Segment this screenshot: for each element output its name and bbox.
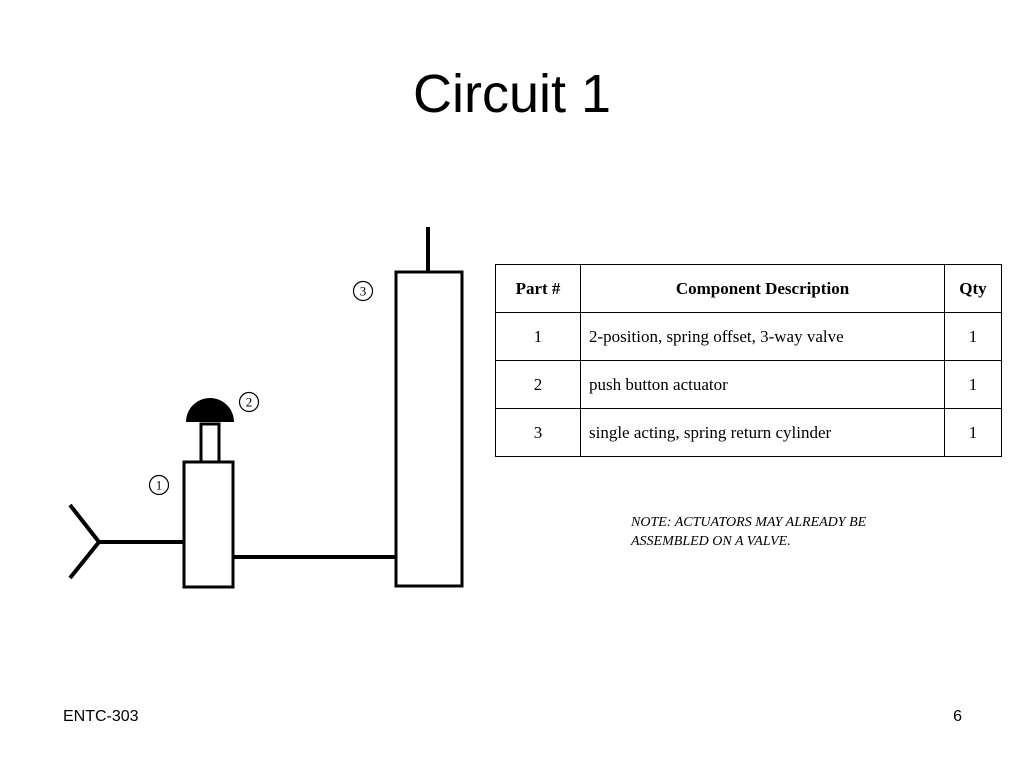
callout-circle-2 [238, 391, 260, 413]
callout-circle-1 [148, 474, 170, 496]
cell-part-number: 3 [495, 408, 581, 457]
push-button-cap [186, 398, 234, 422]
table-row: 2 push button actuator 1 [495, 360, 1002, 409]
exhaust-port-symbol [68, 503, 102, 580]
header-part-number: Part # [495, 264, 581, 313]
callout-label-3: 3 [360, 284, 367, 299]
slide-title: Circuit 1 [412, 64, 612, 124]
cell-description: push button actuator [580, 360, 945, 409]
cell-description: single acting, spring return cylinder [580, 408, 945, 457]
pneumatic-circuit-diagram: 1 2 3 [68, 227, 464, 589]
cell-description: 2-position, spring offset, 3-way valve [580, 312, 945, 361]
cell-part-number: 1 [495, 312, 581, 361]
callout-label-1: 1 [156, 478, 163, 493]
callout-label-2: 2 [246, 395, 253, 410]
assembly-note: NOTE: ACTUATORS MAY ALREADY BE ASSEMBLED… [631, 513, 961, 551]
cell-qty: 1 [944, 360, 1002, 409]
cylinder-body [394, 270, 464, 588]
header-component-description: Component Description [580, 264, 945, 313]
table-header-row: Part # Component Description Qty [495, 264, 1002, 313]
footer-page-number: 6 [953, 708, 962, 725]
cell-qty: 1 [944, 408, 1002, 457]
note-line-1: NOTE: ACTUATORS MAY ALREADY BE [631, 515, 867, 530]
push-button-stem [199, 422, 221, 464]
valve-body [182, 460, 235, 589]
parts-table: Part # Component Description Qty 1 2-pos… [495, 264, 1002, 457]
table-row: 3 single acting, spring return cylinder … [495, 408, 1002, 457]
cell-qty: 1 [944, 312, 1002, 361]
footer-course-code: ENTC-303 [63, 708, 139, 725]
callout-circle-3 [352, 280, 374, 302]
table-row: 1 2-position, spring offset, 3-way valve… [495, 312, 1002, 361]
cell-part-number: 2 [495, 360, 581, 409]
note-line-2: ASSEMBLED ON A VALVE. [631, 534, 791, 549]
header-qty: Qty [944, 264, 1002, 313]
